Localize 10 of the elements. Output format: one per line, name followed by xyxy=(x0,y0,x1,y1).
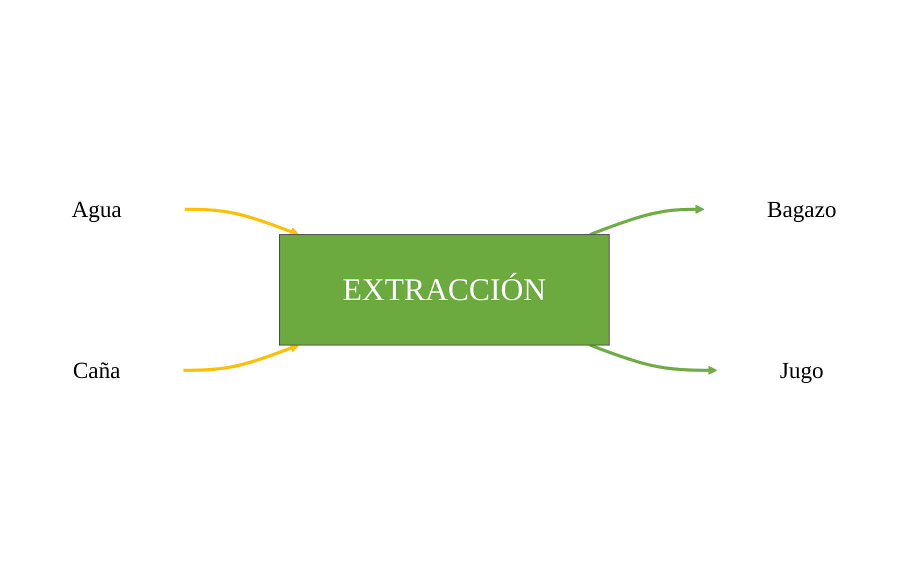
arrow xyxy=(184,344,300,372)
node-text: Jugo xyxy=(780,357,824,384)
node-box xyxy=(279,234,610,346)
arrow xyxy=(184,208,300,236)
node-text: Caña xyxy=(72,357,120,384)
arrow xyxy=(589,204,704,236)
process-diagram: Agua Caña EXTRACCIÓN Bagazo Jugo xyxy=(0,152,908,428)
node-text: Agua xyxy=(72,196,122,223)
arrow xyxy=(589,344,718,376)
node-text: Bagazo xyxy=(767,196,836,223)
